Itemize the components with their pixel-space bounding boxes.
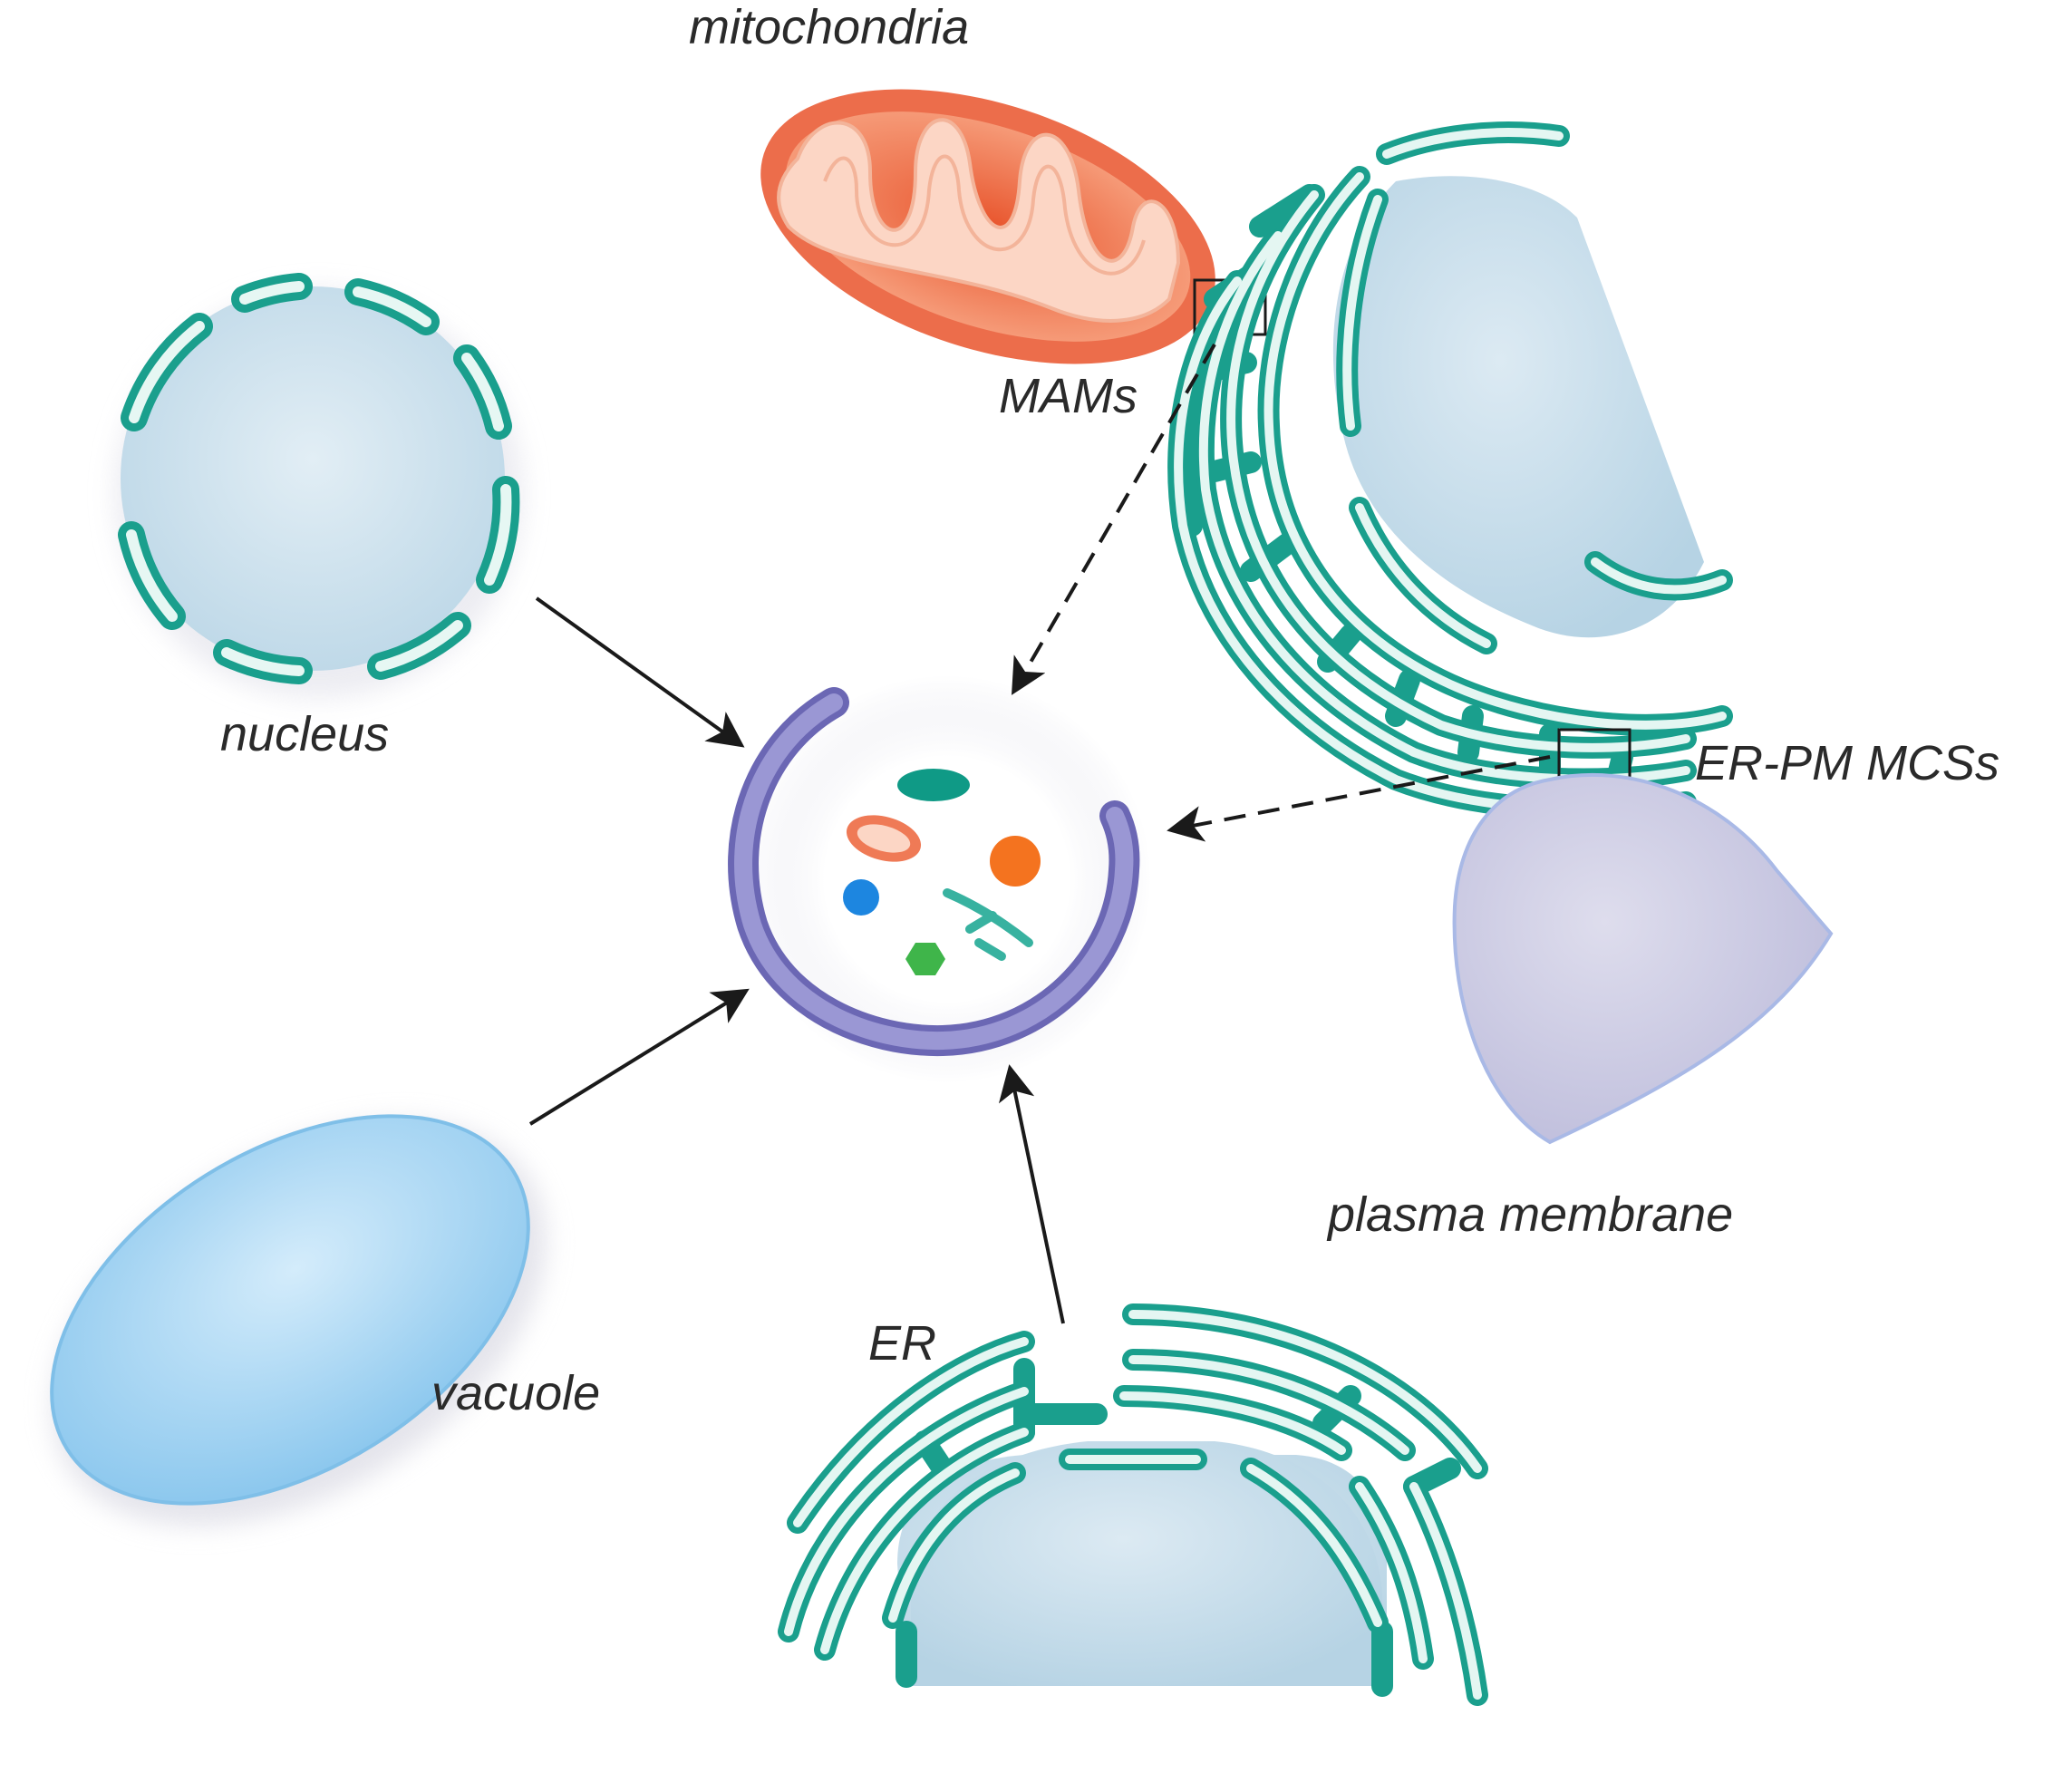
plasma-membrane-icon	[1452, 772, 1834, 1145]
label-plasma-membrane: plasma membrane	[1326, 1187, 1733, 1242]
er-pm-cell-icon	[1167, 121, 1733, 820]
mitochondrion-icon	[760, 89, 1215, 364]
cargo-er-fragment	[897, 769, 970, 801]
arrow-nucleus	[535, 596, 745, 748]
cargo-blue	[843, 879, 879, 916]
cargo-green	[905, 943, 945, 975]
arrows	[528, 343, 1551, 1324]
cargo-orange	[990, 836, 1041, 887]
vacuole-icon	[50, 1114, 547, 1526]
er-icon	[778, 1303, 1488, 1706]
nucleus-icon	[115, 273, 523, 698]
label-vacuole: vacuole	[431, 1366, 600, 1420]
label-er: ER	[868, 1316, 936, 1371]
autophagosome-icon	[728, 675, 1151, 1083]
label-mitochondria: mitochondria	[689, 0, 969, 54]
arrow-er-pm	[1167, 755, 1551, 842]
cargo-er-membrane	[943, 888, 1033, 961]
arrow-mams	[1011, 343, 1216, 695]
arrow-vacuole	[528, 988, 750, 1126]
label-er-pm-mcss: ER-PM MCSs	[1695, 736, 1999, 790]
label-mams: MAMs	[999, 369, 1138, 423]
label-nucleus: nucleus	[220, 707, 389, 761]
arrow-er	[998, 1064, 1065, 1324]
